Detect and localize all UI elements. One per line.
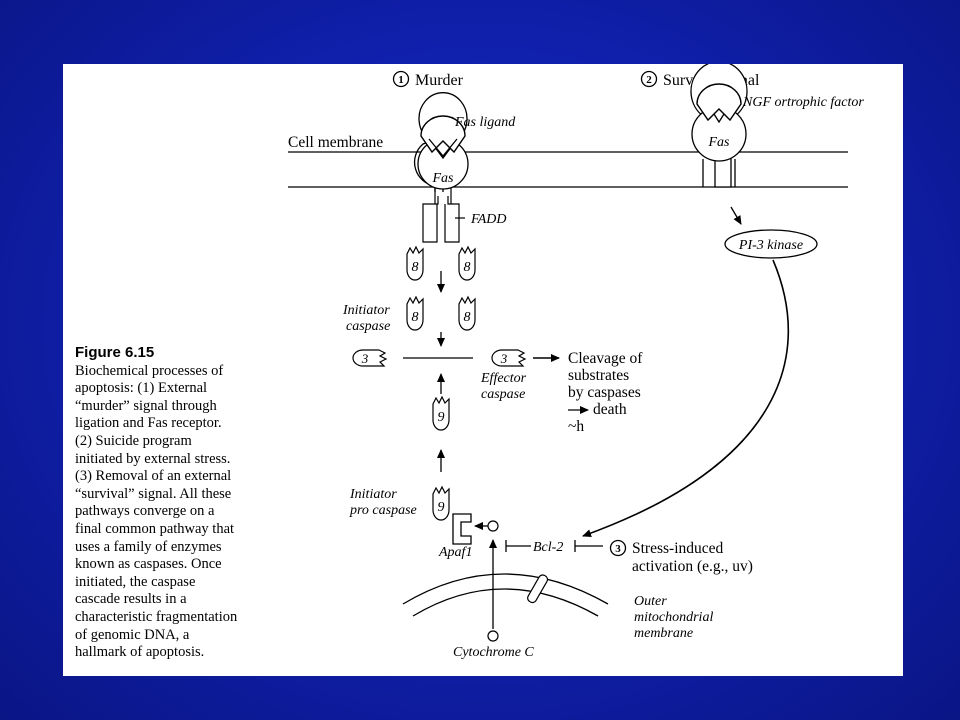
caspase-9-group: 99: [432, 395, 450, 521]
caption-line: apoptosis: (1) External: [75, 380, 208, 397]
svg-text:substrates: substrates: [568, 367, 629, 384]
fas-receptor-left: Fas: [413, 92, 469, 243]
pi3-kinase: PI-3 kinase: [724, 229, 818, 259]
caspase-8-bottom-left: 8: [406, 295, 424, 331]
stress-induced: 3 Stress-induced activation (e.g., uv): [609, 539, 753, 575]
outer-mito-label-2: mitochondrial: [634, 610, 713, 625]
svg-text:3: 3: [361, 351, 369, 366]
svg-text:1: 1: [398, 74, 404, 86]
caspase-3-right: 3: [491, 349, 527, 367]
caption-line: known as caspases. Once: [75, 556, 222, 573]
mitochondrial-membrane: [402, 573, 609, 617]
svg-text:8: 8: [464, 310, 471, 325]
cell-membrane: Cell membrane: [288, 134, 848, 188]
caspase-9-lower: 9: [432, 485, 450, 521]
svg-text:9: 9: [438, 410, 445, 425]
fas-receptor-right: Fas: [690, 64, 748, 188]
fadd: FADD: [455, 212, 507, 227]
figure-caption: Figure 6.15 Biochemical processes of apo…: [75, 344, 293, 662]
caption-line: final common pathway that: [75, 520, 235, 537]
murder-heading: 1 Murder: [392, 70, 464, 89]
murder-label: Murder: [415, 72, 464, 89]
bcl2: Bcl-2: [505, 540, 603, 555]
caption-line: uses a family of enzymes: [75, 538, 222, 555]
caption-line: initiated by external stress.: [75, 450, 231, 467]
caption-line: initiated, the caspase: [75, 573, 196, 590]
caption-line: characteristic fragmentation: [75, 608, 238, 625]
caspase-3-left: 3: [352, 349, 388, 367]
caption-line: of genomic DNA, a: [75, 626, 190, 643]
effector-caspase-label-2: caspase: [481, 387, 525, 402]
ngf-factor: NGF ortrophic factor: [696, 83, 864, 122]
caption-line: cascade results in a: [75, 591, 187, 608]
initiator-pro-caspase-label-1: Initiator: [349, 487, 397, 502]
bcl2-label: Bcl-2: [533, 540, 563, 555]
outer-mito-label-3: membrane: [634, 626, 693, 641]
initiator-caspase-label-1: Initiator: [342, 303, 390, 318]
svg-text:8: 8: [412, 260, 419, 275]
svg-text:PI-3 kinase: PI-3 kinase: [738, 238, 803, 253]
apoptosis-diagram: 1 Murder 2 Survival signal Cell membrane…: [288, 64, 864, 660]
apaf1: Apaf1: [438, 513, 472, 560]
initiator-caspase-label-2: caspase: [346, 319, 390, 334]
apaf1-label: Apaf1: [438, 545, 472, 560]
svg-text:activation (e.g., uv): activation (e.g., uv): [632, 558, 753, 575]
svg-text:3: 3: [500, 351, 508, 366]
svg-text:Fas: Fas: [708, 135, 731, 150]
caption-line: (2) Suicide program: [75, 432, 192, 449]
caspase-8-bottom-right: 8: [458, 295, 476, 331]
svg-text:8: 8: [412, 310, 419, 325]
caption-line: (3) Removal of an external: [75, 468, 232, 485]
caspase-9-upper: 9: [432, 395, 450, 431]
outer-mito-label-1: Outer: [634, 594, 667, 609]
svg-text:8: 8: [464, 260, 471, 275]
cytochrome-c-released: [487, 520, 499, 532]
figure-slide: 1 Murder 2 Survival signal Cell membrane…: [63, 64, 903, 676]
caption-line: “survival” signal. All these: [75, 485, 232, 502]
cytochrome-c-mito: [487, 630, 499, 642]
cell-membrane-label: Cell membrane: [288, 134, 383, 151]
caption-line: “murder” signal through: [75, 397, 217, 414]
caspase-8-group: 8 8 8 8: [406, 245, 476, 331]
svg-text:~h: ~h: [568, 418, 584, 435]
svg-text:death: death: [593, 401, 627, 418]
figure-title: Figure 6.15: [75, 344, 155, 361]
svg-text:3: 3: [615, 543, 621, 555]
svg-text:by caspases: by caspases: [568, 384, 641, 401]
svg-text:Stress-induced: Stress-induced: [632, 540, 724, 557]
caption-line: Biochemical processes of: [75, 362, 224, 379]
svg-text:Cleavage of: Cleavage of: [568, 350, 643, 367]
caspase-8-top-left: 8: [406, 245, 424, 281]
svg-text:Fas: Fas: [432, 171, 455, 186]
fas-ligand: Fas ligand: [420, 115, 516, 158]
svg-text:9: 9: [438, 500, 445, 515]
initiator-pro-caspase-label-2: pro caspase: [349, 503, 417, 518]
fas-ligand-label: Fas ligand: [454, 115, 516, 130]
caption-line: hallmark of apoptosis.: [75, 644, 205, 661]
caption-line: ligation and Fas receptor.: [75, 415, 222, 432]
cytochrome-c-label: Cytochrome C: [453, 645, 534, 660]
svg-text:2: 2: [646, 74, 652, 86]
caspase-8-top-right: 8: [458, 245, 476, 281]
caption-line: pathways converge on a: [75, 503, 215, 520]
ngf-label: NGF ortrophic factor: [742, 95, 864, 110]
cleavage-text: Cleavage of substrates by caspases death…: [568, 350, 643, 435]
effector-caspase-label-1: Effector: [480, 371, 527, 386]
pi3k-to-bcl2-arrow: [582, 259, 790, 538]
fadd-label: FADD: [470, 212, 507, 227]
